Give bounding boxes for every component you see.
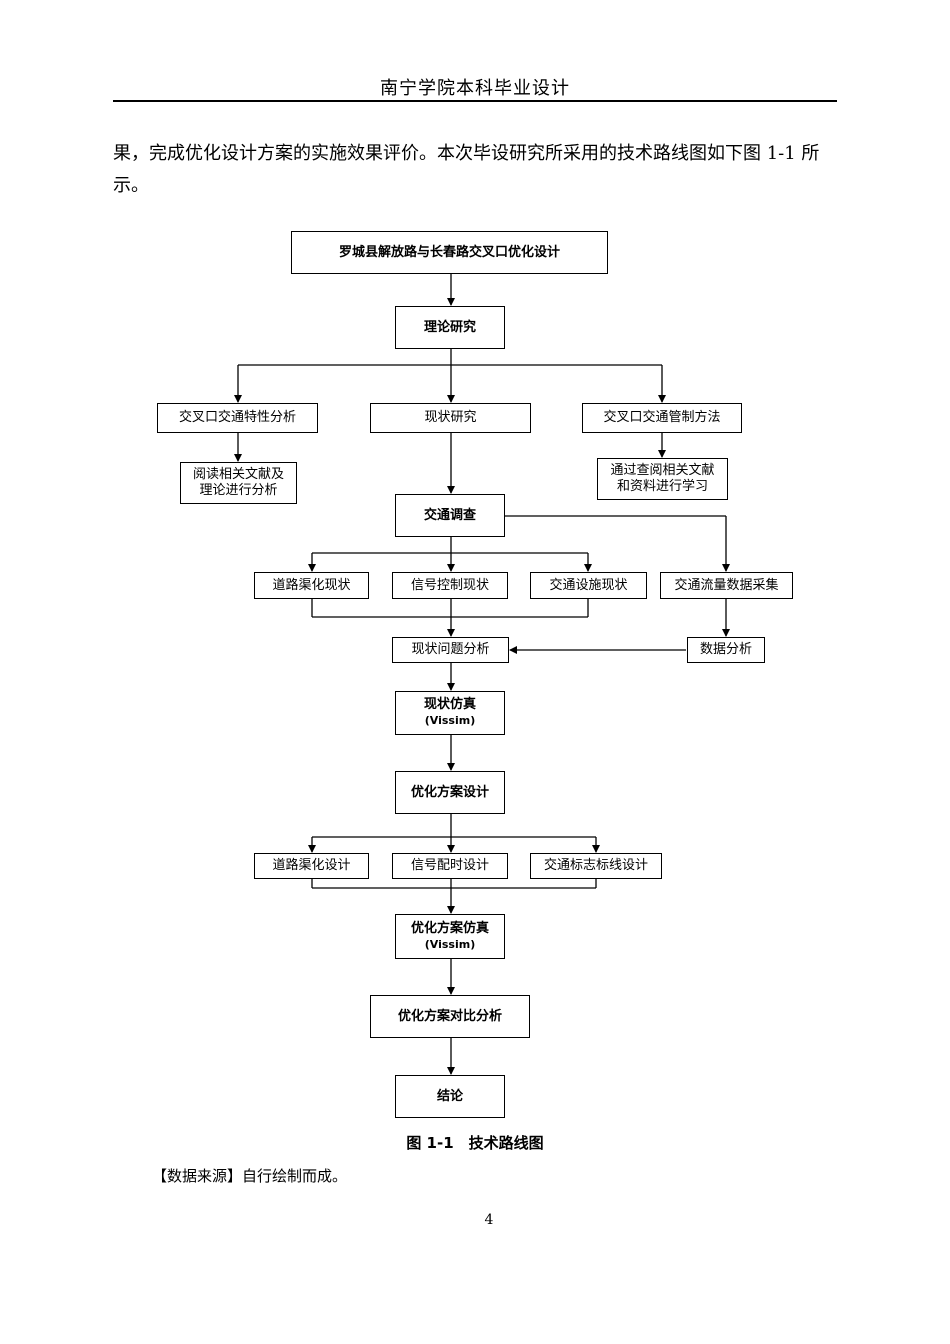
flow-box-traffic-facility-status: 交通设施现状 xyxy=(530,572,647,599)
flow-box-comparison-analysis: 优化方案对比分析 xyxy=(370,995,530,1038)
flow-box-signal-timing-design: 信号配时设计 xyxy=(392,853,508,879)
flow-box-traffic-survey: 交通调查 xyxy=(395,494,505,537)
flow-box-optimization-design: 优化方案设计 xyxy=(395,771,505,814)
flow-box-road-channel-status: 道路渠化现状 xyxy=(254,572,369,599)
flow-box-flow-collection: 交通流量数据采集 xyxy=(660,572,793,599)
page-header: 南宁学院本科毕业设计 xyxy=(380,78,570,99)
flow-box-status-simulation: 现状仿真(Vissim) xyxy=(395,691,505,735)
flow-box-title: 罗城县解放路与长春路交叉口优化设计 xyxy=(291,231,608,274)
flow-box-status-study: 现状研究 xyxy=(370,403,531,433)
flow-box-status-problem-analysis: 现状问题分析 xyxy=(392,637,509,663)
flow-box-signal-control-status: 信号控制现状 xyxy=(392,572,508,599)
flow-box-query-literature: 通过查阅相关文献和资料进行学习 xyxy=(597,458,728,500)
page-number: 4 xyxy=(484,1212,494,1228)
figure-caption: 图 1-1 技术路线图 xyxy=(406,1134,544,1152)
flow-box-conclusion: 结论 xyxy=(395,1075,505,1118)
source-note: 【数据来源】自行绘制而成。 xyxy=(152,1167,348,1185)
body-paragraph: 果，完成优化设计方案的实施效果评价。本次毕设研究所采用的技术路线图如下图 1-1… xyxy=(113,143,820,196)
flow-box-management-method: 交叉口交通管制方法 xyxy=(582,403,742,433)
flow-box-intersection-traffic-analysis: 交叉口交通特性分析 xyxy=(157,403,318,433)
flow-box-read-literature: 阅读相关文献及理论进行分析 xyxy=(180,462,297,504)
header-rule xyxy=(113,100,837,102)
flow-box-theory-research: 理论研究 xyxy=(395,306,505,349)
flow-box-sign-marking-design: 交通标志标线设计 xyxy=(530,853,662,879)
flow-box-data-analysis: 数据分析 xyxy=(687,637,765,663)
flow-box-road-channel-design: 道路渠化设计 xyxy=(254,853,369,879)
flow-box-optimization-simulation: 优化方案仿真(Vissim) xyxy=(395,914,505,959)
